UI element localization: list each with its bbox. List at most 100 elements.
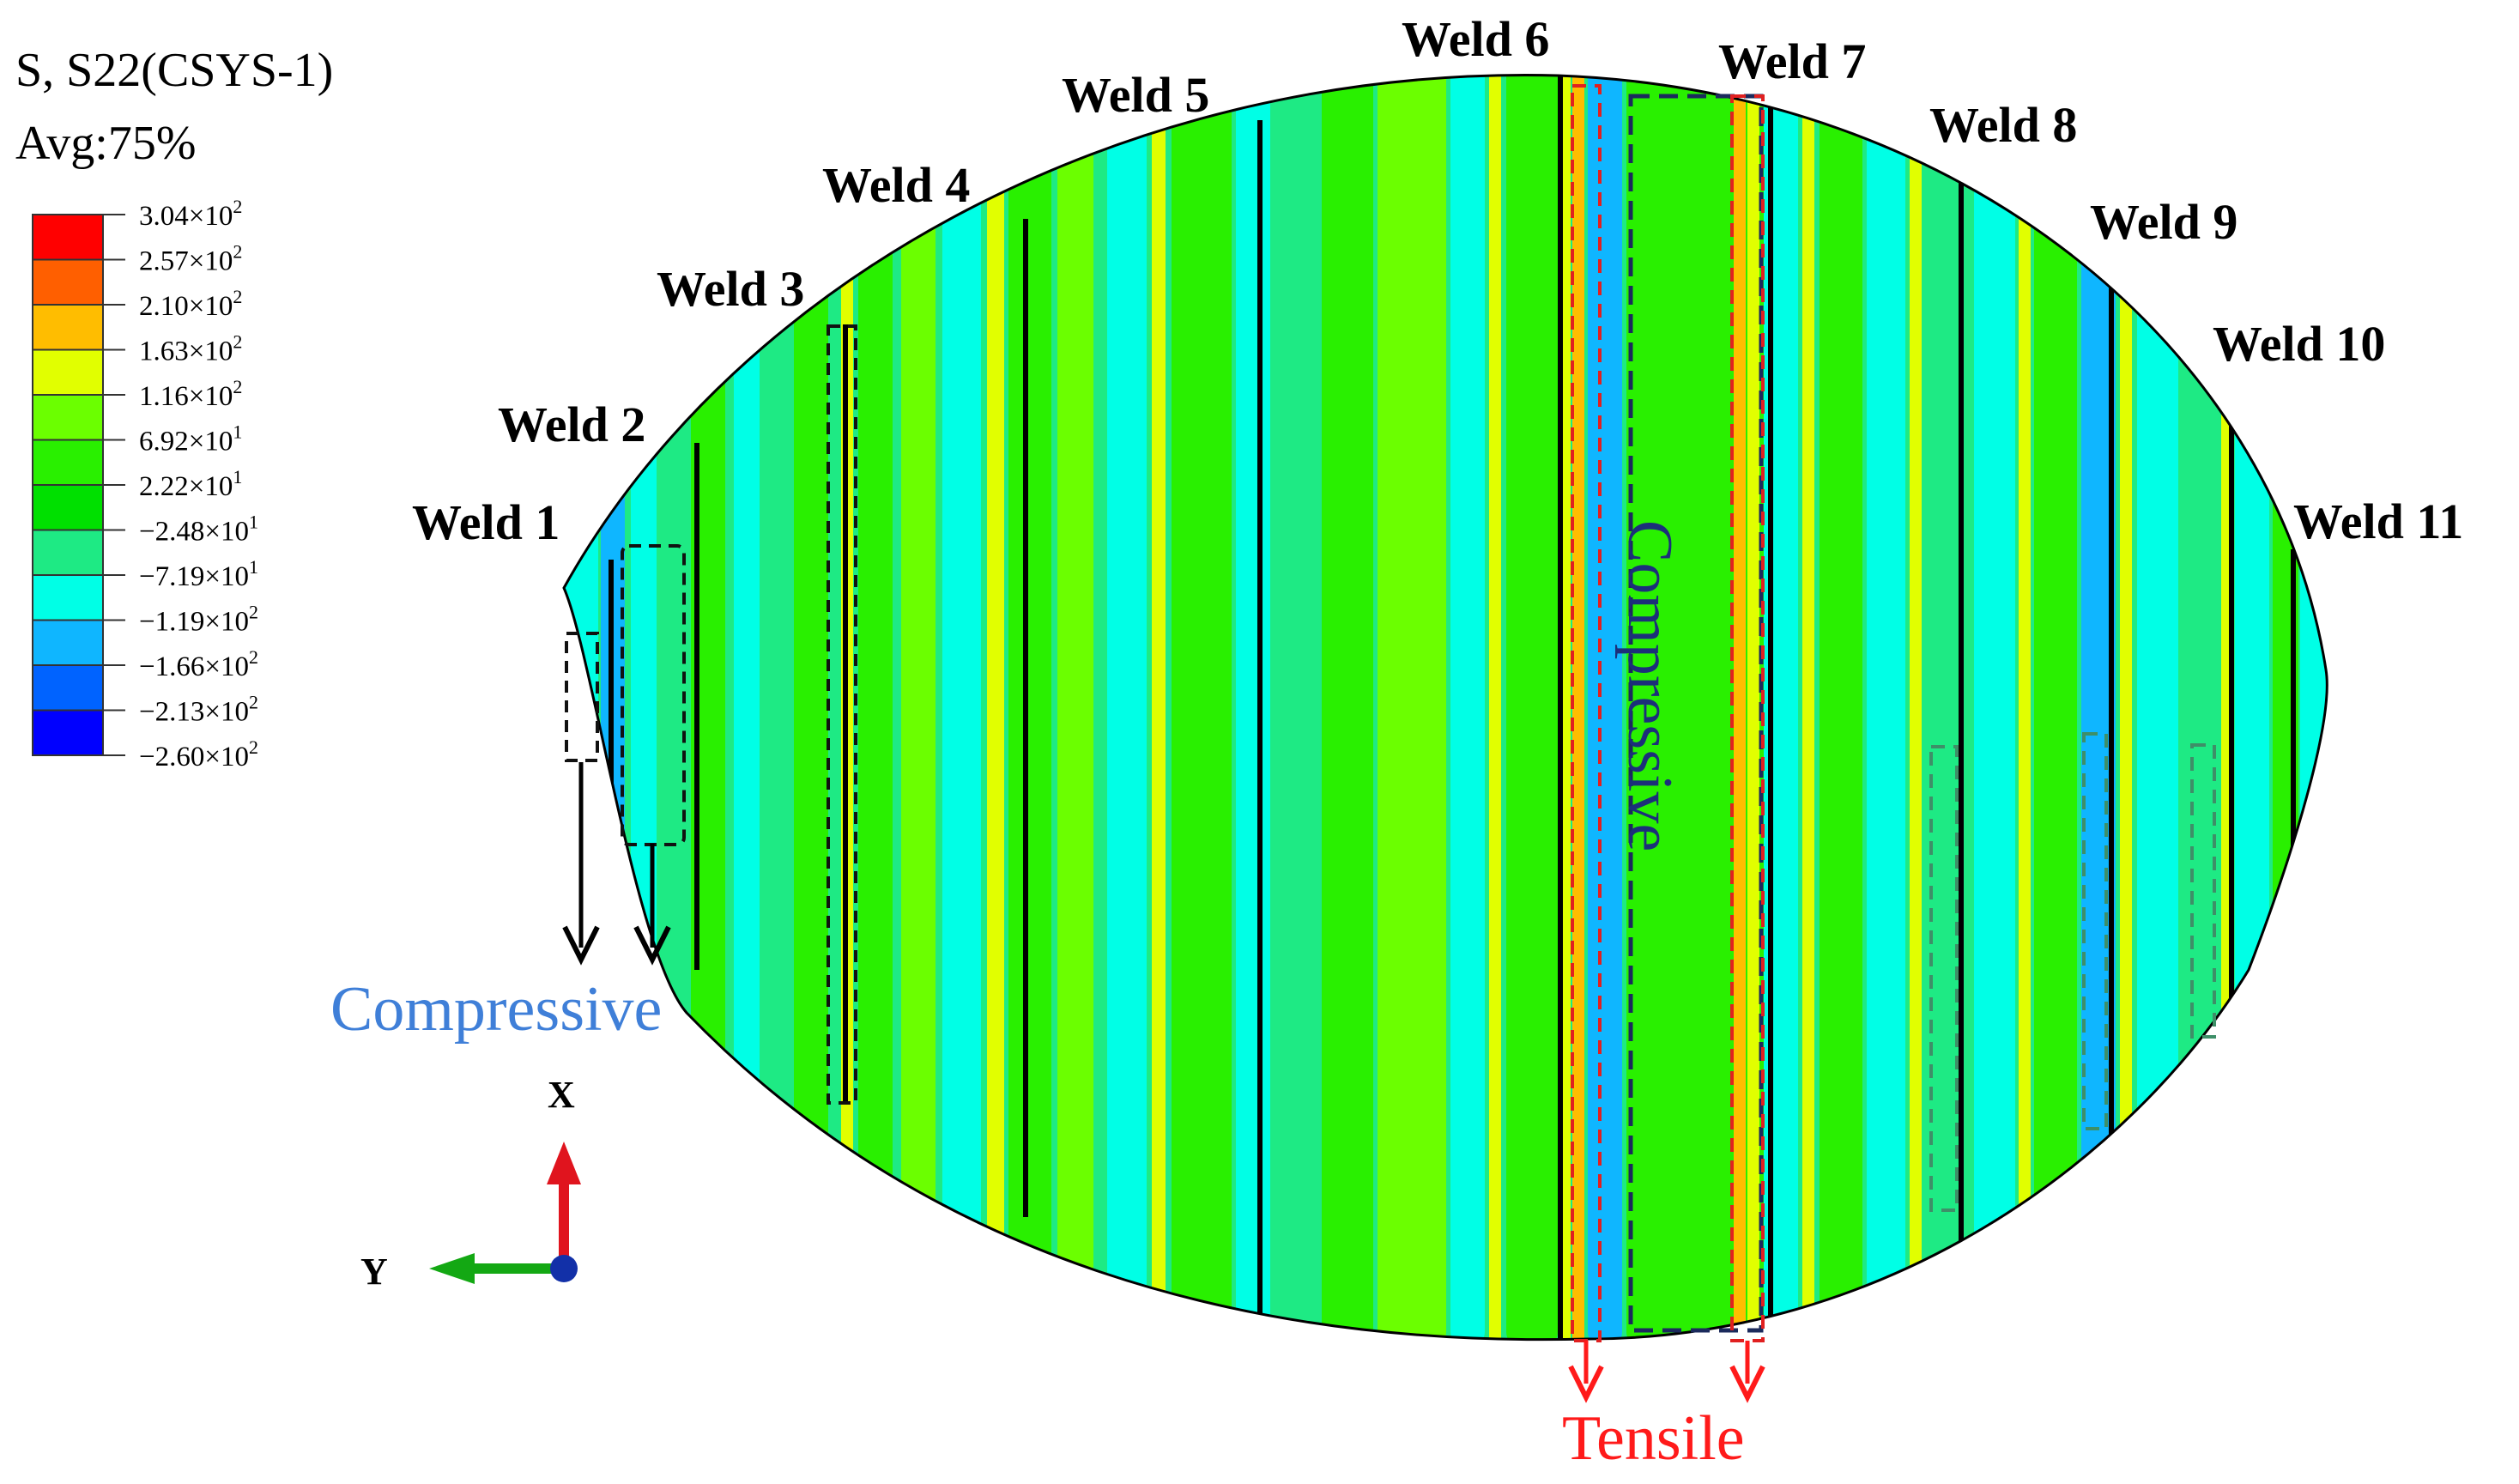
stress-band [1910, 75, 1922, 1340]
legend-tick-label: −2.48×101 [139, 512, 258, 548]
weld-label: Weld 10 [2213, 316, 2385, 372]
stress-band [2184, 75, 2219, 1340]
annotation-compressive-left: Compressive [330, 974, 662, 1045]
stress-band [1867, 75, 1905, 1340]
stress-band [1378, 75, 1446, 1340]
stress-band [1572, 75, 1584, 1340]
stress-band [1747, 75, 1759, 1340]
legend-subtitle: Avg:75% [15, 117, 197, 170]
stress-band [1008, 75, 1051, 1340]
stress-band [1057, 75, 1093, 1340]
legend-swatch [33, 349, 103, 395]
stress-band [1107, 75, 1147, 1340]
stress-band [764, 75, 790, 1340]
stress-band [1489, 75, 1501, 1340]
legend-swatch [33, 305, 103, 350]
arrow-head [633, 925, 671, 966]
legend-swatch [33, 259, 103, 305]
legend-swatch [33, 439, 103, 485]
weld-labels: Weld 1 Weld 2 Weld 3 Weld 4 Weld 5 Weld … [412, 11, 2463, 550]
legend-tick-label: 6.92×101 [139, 421, 242, 457]
region-tensile-right [1730, 94, 1765, 1342]
stress-band [1588, 75, 1622, 1340]
stress-band [2120, 75, 2132, 1340]
stress-band [1450, 75, 1485, 1340]
legend-swatch [33, 215, 103, 260]
weld-label: Weld 4 [822, 157, 970, 213]
legend-tick-label: −2.60×102 [139, 736, 258, 772]
region-weld3 [827, 324, 857, 1105]
legend-tick-label: −7.19×101 [139, 556, 258, 592]
legend-tick-label: 2.22×101 [139, 466, 242, 502]
stress-band [987, 75, 1004, 1340]
stress-band [2034, 75, 2077, 1340]
compressive-arrows [562, 762, 671, 966]
axis-arrowhead-x [547, 1142, 581, 1184]
stress-band [2019, 75, 2031, 1340]
stress-band [631, 75, 657, 1340]
weld-label: Weld 5 [1062, 67, 1209, 123]
legend-tick-label: 1.63×102 [139, 331, 242, 367]
stress-band [901, 75, 936, 1340]
stress-contour-plate [564, 75, 2328, 1340]
legend-tick-label: 1.16×102 [139, 376, 242, 412]
region-green-a [1929, 745, 1959, 1212]
color-legend: 3.04×1022.57×1022.10×1021.63×1021.16×102… [32, 196, 258, 772]
region-green-c [2190, 743, 2216, 1039]
weld-label: Weld 2 [498, 397, 645, 452]
annotation-compressive-center: Compressive [1614, 520, 1685, 851]
weld-label: Weld 9 [2090, 194, 2237, 250]
stress-band [1626, 75, 1764, 1340]
weld-label: Weld 6 [1402, 11, 1549, 67]
stress-band [2235, 75, 2269, 1340]
axis-label-x: X [548, 1074, 575, 1116]
stress-band [794, 75, 828, 1340]
stress-band [858, 75, 893, 1340]
stress-band [2137, 75, 2178, 1340]
stress-band [2300, 75, 2328, 1340]
legend-tick-label: −2.13×102 [139, 692, 258, 728]
legend-tick-label: 2.10×102 [139, 286, 242, 322]
stress-band [734, 75, 760, 1340]
legend-swatch [33, 530, 103, 575]
stress-band [1172, 75, 1232, 1340]
legend-swatch [33, 485, 103, 530]
plate-outline [562, 74, 2328, 1342]
stress-band [661, 75, 691, 1340]
legend-swatch [33, 575, 103, 621]
stress-band [1974, 75, 2015, 1340]
axis-label-y: Y [360, 1251, 388, 1293]
arrow-head [1568, 1365, 1604, 1403]
tensile-arrows [1568, 1341, 1765, 1403]
region-green-b [2082, 732, 2108, 1130]
annotation-tensile: Tensile [1562, 1403, 1745, 1474]
stress-band [1275, 75, 1317, 1340]
arrow-head [562, 925, 600, 966]
stress-band [1820, 75, 1862, 1340]
weld-label: Weld 7 [1718, 33, 1866, 89]
legend-tick-label: 2.57×102 [139, 241, 242, 277]
weld-label: Weld 1 [412, 494, 560, 550]
legend-swatch [33, 620, 103, 665]
stress-band [1236, 75, 1270, 1340]
stress-band [1152, 75, 1166, 1340]
stress-band [1802, 75, 1814, 1340]
legend-title: S, S22(CSYS-1) [15, 44, 333, 97]
stress-band [1322, 75, 1373, 1340]
legend-swatch [33, 395, 103, 440]
weld-label: Weld 3 [657, 261, 804, 317]
stress-band [1734, 75, 1746, 1340]
stress-band [1506, 75, 1558, 1340]
arrow-head [1729, 1365, 1765, 1403]
triad-origin-icon [550, 1255, 578, 1282]
stress-band [942, 75, 981, 1340]
legend-tick-label: −1.19×102 [139, 602, 258, 638]
legend-tick-label: −1.66×102 [139, 646, 258, 682]
weld-label: Weld 11 [2293, 494, 2463, 549]
legend-swatch [33, 710, 103, 755]
legend-swatch [33, 665, 103, 711]
axis-arrowhead-y [429, 1253, 475, 1284]
weld-label: Weld 8 [1929, 97, 2077, 153]
